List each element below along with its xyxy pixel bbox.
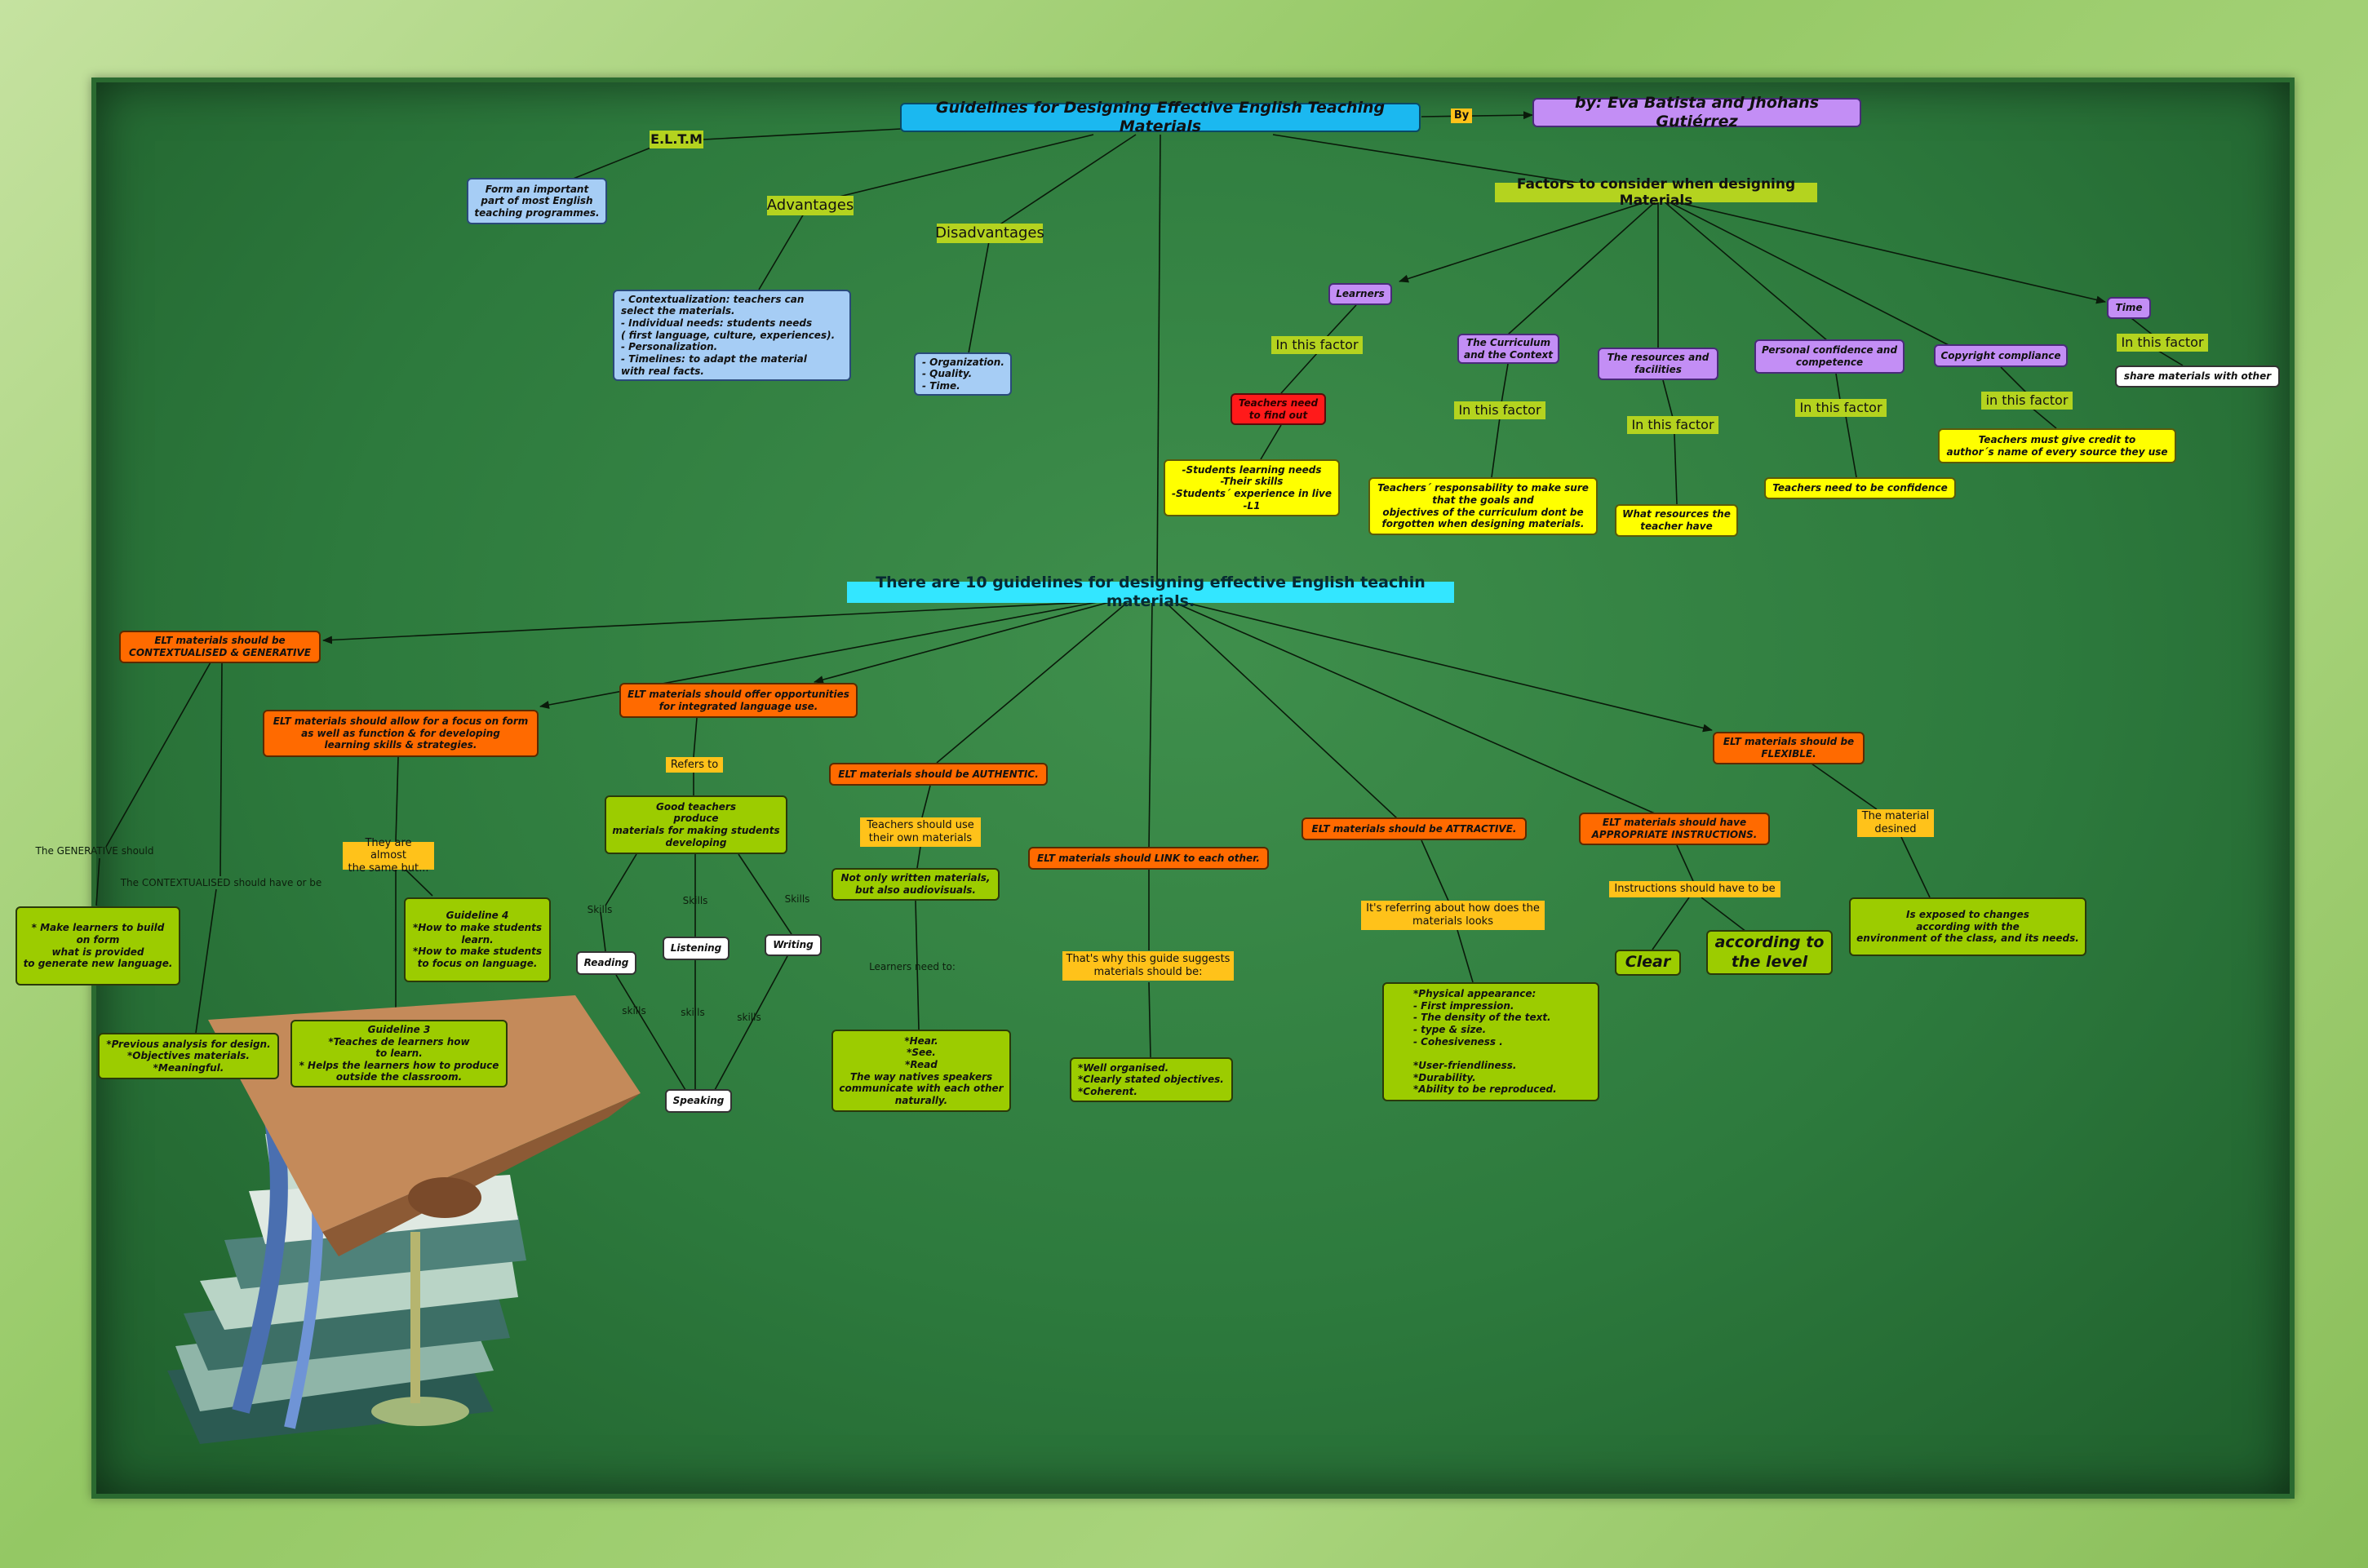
previous-analysis-node[interactable]: *Previous analysis for design. *Objectiv… [98,1033,279,1079]
speaking-node[interactable]: Speaking [665,1089,732,1113]
refers-to-label: Refers to [666,757,723,773]
guideline3-node[interactable]: Guideline 3 *Teaches de learners how to … [290,1020,508,1087]
contextualised-should-label: The CONTEXTUALISED should have or be [120,876,322,888]
hear-see-read-node[interactable]: *Hear. *See. *Read The way natives speak… [831,1030,1011,1112]
skills-label-6: skills [737,1011,761,1023]
resources-node[interactable]: The resources and facilities [1598,348,1718,380]
not-only-written-node[interactable]: Not only written materials, but also aud… [831,868,1000,901]
confidence-node[interactable]: Personal confidence and competence [1754,339,1905,374]
skills-label-2: Skills [682,894,708,906]
flexible-node[interactable]: ELT materials should be FLEXIBLE. [1713,732,1865,764]
material-desined-label: The material desined [1857,809,1934,837]
thats-why-label: That's why this guide suggests materials… [1062,951,1234,981]
authors-node[interactable]: by: Eva Batista and Jhohans Gutiérrez [1532,94,1861,131]
skills-label-4: skills [622,1004,646,1017]
writing-node[interactable]: Writing [765,934,822,956]
in-factor-resources: In this factor [1627,416,1718,434]
clear-node[interactable]: Clear [1615,950,1681,976]
according-level-node[interactable]: according to the level [1706,930,1833,975]
share-materials-node[interactable]: share materials with other [2115,365,2280,388]
generative-should-label: The GENERATIVE should [35,844,154,857]
guideline4-node[interactable]: Guideline 4 *How to make students learn.… [404,897,551,982]
curriculum-resp-node[interactable]: Teachers´ responsability to make sure th… [1368,477,1598,535]
in-factor-copyright: in this factor [1981,392,2073,410]
in-factor-curriculum: In this factor [1454,401,1545,419]
link-node[interactable]: ELT materials should LINK to each other. [1028,847,1269,870]
integrated-node[interactable]: ELT materials should offer opportunities… [619,683,858,718]
focus-on-form-node[interactable]: ELT materials should allow for a focus o… [263,710,539,757]
time-node[interactable]: Time [2107,297,2151,319]
in-factor-confidence: In this factor [1795,399,1887,417]
disadvantages-label: Disadvantages [935,224,1044,243]
disadvantages-list-node[interactable]: - Organization. - Quality. - Time. [914,352,1012,396]
give-credit-node[interactable]: Teachers must give credit to author´s na… [1938,428,2176,463]
well-organised-node[interactable]: *Well organised. *Clearly stated objecti… [1070,1057,1233,1102]
advantages-list-node[interactable]: - Contextualization: teachers can select… [613,290,851,381]
by-label: By [1451,109,1472,123]
make-learners-build-node[interactable]: * Make learners to build on form what is… [16,906,180,986]
skills-label-5: skills [681,1006,705,1018]
good-teachers-node[interactable]: Good teachers produce materials for maki… [605,795,787,854]
teachers-find-out-node[interactable]: Teachers need to find out [1231,393,1326,425]
reading-node[interactable]: Reading [576,951,636,975]
factors-label: Factors to consider when designing Mater… [1495,176,1817,209]
what-resources-node[interactable]: What resources the teacher have [1615,504,1738,537]
exposed-changes-node[interactable]: Is exposed to changes according with the… [1849,897,2086,956]
attractive-node[interactable]: ELT materials should be ATTRACTIVE. [1302,817,1527,840]
in-factor-learners: In this factor [1271,336,1363,354]
instructions-node[interactable]: ELT materials should have APPROPRIATE IN… [1579,813,1770,845]
almost-same-label: They are almost the same but... [343,837,434,875]
listening-node[interactable]: Listening [663,937,729,960]
title-node[interactable]: Guidelines for Designing Effective Engli… [900,99,1421,135]
advantages-label: Advantages [766,196,854,215]
eltm-label: E.L.T.M [650,131,703,148]
referring-about-label: It's referring about how does the materi… [1361,901,1545,930]
authentic-node[interactable]: ELT materials should be AUTHENTIC. [829,763,1048,786]
form-important-node[interactable]: Form an important part of most English t… [467,178,607,224]
students-needs-node[interactable]: -Students learning needs -Their skills -… [1164,459,1340,516]
physical-appearance-node[interactable]: *Physical appearance: - First impression… [1382,982,1599,1101]
need-confidence-node[interactable]: Teachers need to be confidence [1764,477,1956,499]
guidelines-intro-label: There are 10 guidelines for designing ef… [847,574,1454,610]
learners-node[interactable]: Learners [1328,283,1392,305]
contextualised-generative-node[interactable]: ELT materials should be CONTEXTUALISED &… [119,631,321,663]
copyright-node[interactable]: Copyright compliance [1934,344,2068,367]
skills-label-1: Skills [587,903,613,915]
instructions-should-label: Instructions should have to be [1609,881,1780,897]
learners-need-label: Learners need to: [869,960,956,972]
skills-label-3: Skills [784,893,810,905]
curriculum-node[interactable]: The Curriculum and the Context [1457,334,1559,364]
in-factor-time: In this factor [2117,334,2208,352]
teachers-should-use-label: Teachers should use their own materials [860,817,981,847]
